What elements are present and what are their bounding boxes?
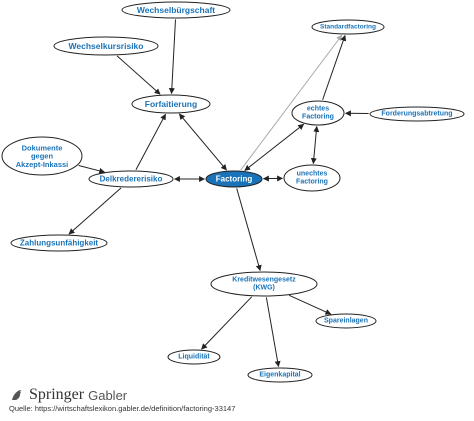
node-label: Delkredererisiko <box>100 175 163 184</box>
node-label: Kreditwesengesetz <box>232 277 296 284</box>
node-shape <box>210 271 318 297</box>
edge-echtes_factoring-to-standardfactoring <box>322 34 347 100</box>
node-shape <box>283 164 341 192</box>
brand-sub: Gabler <box>88 387 128 403</box>
edge-kwg-to-liquiditaet <box>201 296 253 350</box>
node-shape <box>10 234 108 252</box>
node-delkredererisiko: Delkredererisiko <box>88 170 174 188</box>
springer-gabler-logo: Springer Gabler <box>9 386 127 404</box>
node-label: Dokumente <box>22 143 63 152</box>
node-label: Spareinlagen <box>324 318 368 325</box>
node-label: Wechselkursrisiko <box>69 41 144 51</box>
node-label: Akzept-Inkassi <box>16 160 69 169</box>
node-label: Factoring <box>296 178 328 185</box>
node-label: Standardfactoring <box>320 24 376 31</box>
brand-name: Springer <box>29 386 85 403</box>
edge-wechselkursrisiko-to-forfaitierung <box>116 55 161 95</box>
node-shape <box>247 367 313 383</box>
node-liquiditaet: Liquidität <box>167 349 221 365</box>
node-spareinlagen: Spareinlagen <box>315 313 377 329</box>
springer-horse-icon <box>12 390 22 400</box>
edge-echtes_factoring-to-unechtes_factoring <box>310 125 320 165</box>
edge-kwg-to-eigenkapital <box>265 297 281 368</box>
node-kwg: Kreditwesengesetz(KWG) <box>210 271 318 297</box>
node-label: Factoring <box>302 113 334 120</box>
node-forfaitierung: Forfaitierung <box>131 94 211 114</box>
nodes-layer: WechselbürgschaftWechselkursrisikoForfai… <box>1 1 465 383</box>
node-factoring: Factoring <box>205 170 263 188</box>
node-shape <box>291 100 345 126</box>
node-label: Forfaitierung <box>145 99 197 109</box>
node-label: (KWG) <box>253 284 275 291</box>
node-label: Wechselbürgschaft <box>137 5 215 15</box>
edge-delkredererisiko-to-zahlungsunfaehigkeit <box>68 187 122 235</box>
node-label: gegen <box>31 152 54 161</box>
node-shape <box>53 36 159 56</box>
node-label: Eigenkapital <box>259 372 300 379</box>
node-shape <box>1 136 83 176</box>
node-shape <box>131 94 211 114</box>
node-shape <box>121 1 231 19</box>
edge-factoring-to-echtes_factoring <box>244 123 305 171</box>
node-label: Liquidität <box>178 354 210 361</box>
node-eigenkapital: Eigenkapital <box>247 367 313 383</box>
node-label: Forderungsabtretung <box>381 111 452 118</box>
node-zahlungsunfaehigkeit: Zahlungsunfähigkeit <box>10 234 108 252</box>
node-shape <box>167 349 221 365</box>
edge-delkredererisiko-to-forfaitierung <box>135 113 166 170</box>
node-shape <box>88 170 174 188</box>
node-shape <box>369 106 465 122</box>
node-wechselkursrisiko: Wechselkursrisiko <box>53 36 159 56</box>
edge-factoring-to-kwg <box>236 188 262 272</box>
node-wechselbuergschaft: Wechselbürgschaft <box>121 1 231 19</box>
edges-layer <box>68 19 369 368</box>
node-label: echtes <box>307 106 329 113</box>
node-shape <box>311 19 385 35</box>
node-label: unechtes <box>297 171 328 178</box>
source-caption: Quelle: https://wirtschaftslexikon.gable… <box>9 404 236 413</box>
edge-wechselbuergschaft-to-forfaitierung <box>168 19 176 95</box>
node-standardfactoring: Standardfactoring <box>311 19 385 35</box>
node-label: Factoring <box>216 175 253 184</box>
edge-forfaitierung-to-factoring <box>179 113 227 171</box>
node-forderungsabtretung: Forderungsabtretung <box>369 106 465 122</box>
node-shape <box>205 170 263 188</box>
node-shape <box>315 313 377 329</box>
edge-dokumente-to-delkredererisiko <box>78 164 106 174</box>
node-label: Zahlungsunfähigkeit <box>20 239 99 248</box>
edge-kwg-to-spareinlagen <box>288 294 332 315</box>
